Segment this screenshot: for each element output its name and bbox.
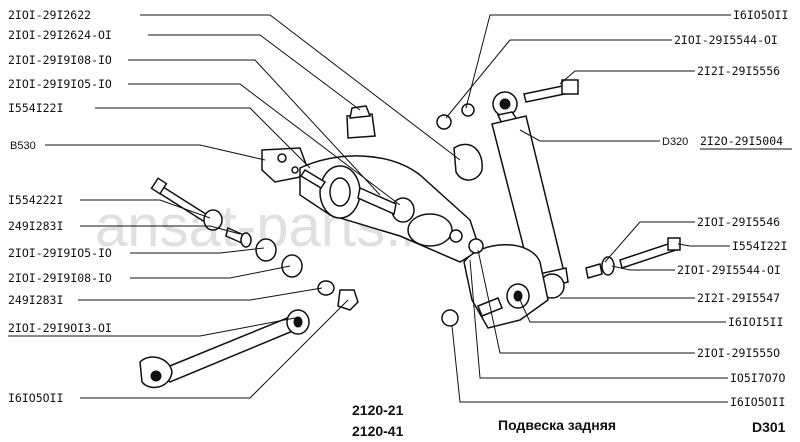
axle-bolt-part [150,168,327,226]
part-label: 2I2I-29I5547 [697,291,780,305]
part-label: I554222I [8,193,63,207]
part-label: 249I283I [8,293,63,307]
upper-stud-part [436,79,579,181]
part-label: I6IOI5II [728,315,783,329]
diagram-title: Подвеска задняя [498,417,616,433]
lower-mount-part [463,244,549,329]
footer: 2120-21 2120-41 Подвеска задняя D301 [352,402,786,439]
part-label: 249I283I [8,219,63,233]
part-label-underlined: 2IOI-29I9OI3-OI [8,321,112,335]
part-label: I554I22I [732,239,787,253]
left-labels: 2IOI-29I2622 2IOI-29I2624-OI 2IOI-29I9I0… [8,8,120,405]
right-bolt-part [585,237,681,279]
part-label: B530 [10,140,36,152]
part-label: I6IO5OII [8,391,63,405]
part-label: I6IO5OII [733,8,788,22]
diagram-code: D301 [752,419,786,435]
part-label: 2IOI-29I9I08-IO [8,53,112,67]
part-label-underlined: 2I2O-29I5004 [700,134,783,148]
part-label: 2IOI-29I9IO5-IO [8,246,112,260]
model-number: 2120-41 [352,423,404,439]
part-label: I6IO5OII [730,395,785,409]
part-label: 2IOI-29I9IO5-IO [8,77,112,91]
part-label: 2IOI-29I5544-OI [677,263,781,277]
leader-lines [45,14,731,403]
part-label: 2IOI-29I2624-OI [8,28,112,42]
right-labels: I6IO5OII 2IOI-29I5544-OI 2I2I-29I5556 D3… [662,8,792,409]
model-number: 2120-21 [352,402,404,418]
bushing-parts [203,186,415,311]
bump-stop-part [346,105,376,139]
part-label: 2IOI-29I5544-OI [674,33,778,47]
part-label: IO5I7O7O [730,371,785,385]
part-label: 2IOI-29I9I08-IO [8,271,112,285]
part-label: 2IOI-29I5546 [697,215,780,229]
part-label: 2IOI-29I555O [697,346,780,360]
part-label: 2IOI-29I2622 [8,8,91,22]
trailing-arm-part [139,309,310,389]
part-label: D320 [662,136,688,148]
part-label: I554I22I [8,101,63,115]
part-label: 2I2I-29I5556 [697,64,780,78]
